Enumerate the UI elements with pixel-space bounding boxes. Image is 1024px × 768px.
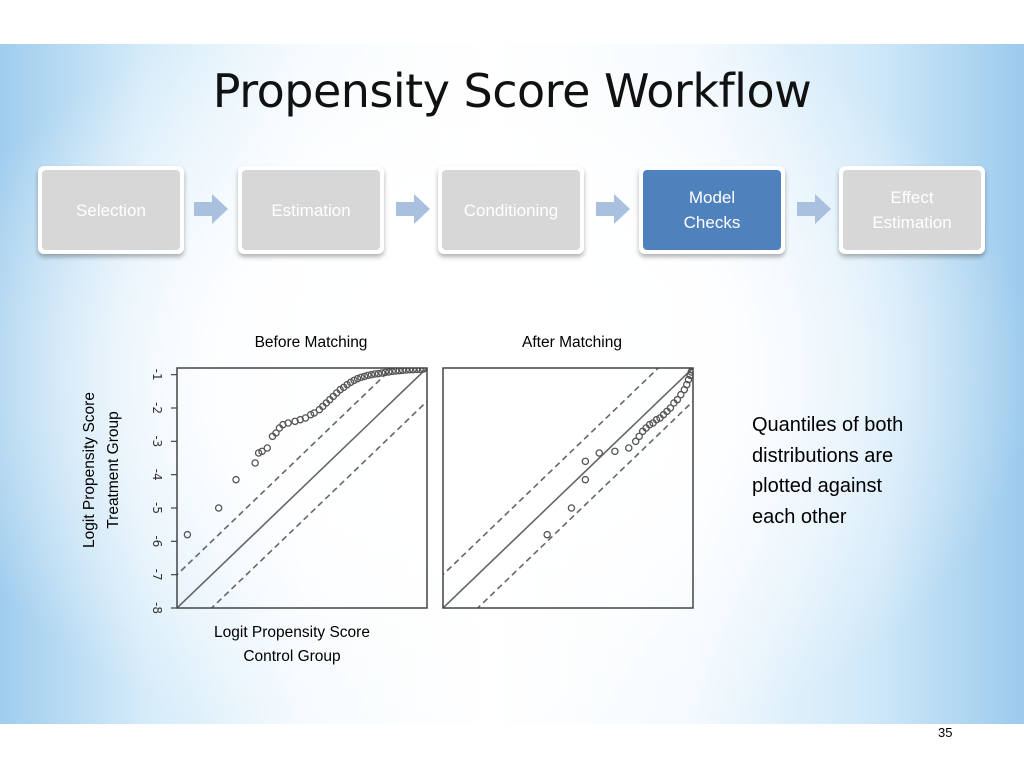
workflow-step-effect-estimation: Effect Estimation xyxy=(839,166,985,254)
data-point xyxy=(402,368,410,374)
identity-line xyxy=(177,368,427,608)
data-point xyxy=(385,368,393,376)
workflow-step-label: Selection xyxy=(42,170,180,250)
data-point xyxy=(398,368,407,375)
identity-line xyxy=(443,368,693,608)
data-point xyxy=(310,409,318,417)
workflow-step-label: Model Checks xyxy=(643,170,781,250)
data-point xyxy=(684,375,693,384)
data-point xyxy=(567,504,576,512)
data-point xyxy=(581,457,590,466)
y-tick-label: -4 xyxy=(150,469,164,481)
data-point xyxy=(284,419,292,427)
reference-lines xyxy=(177,368,427,608)
reference-lines xyxy=(443,368,693,608)
y-tick-label: -3 xyxy=(150,435,164,447)
data-points xyxy=(183,368,427,539)
y-tick-label: -2 xyxy=(150,402,164,414)
workflow-step-selection: Selection xyxy=(38,166,184,254)
slide-title: Propensity Score Workflow xyxy=(212,64,812,118)
data-point xyxy=(371,370,379,378)
data-point xyxy=(611,447,619,456)
data-point xyxy=(258,447,266,456)
data-point xyxy=(409,368,417,374)
data-point xyxy=(645,420,654,429)
y-tick-label: -5 xyxy=(150,502,164,514)
data-point xyxy=(631,437,640,446)
data-point xyxy=(353,374,362,383)
plot-frame xyxy=(176,367,428,609)
arrow-right-icon xyxy=(396,194,430,224)
y-tick-label: -8 xyxy=(150,602,164,614)
data-point xyxy=(683,380,691,389)
data-point xyxy=(666,404,675,412)
workflow-step-label: Conditioning xyxy=(442,170,580,250)
y-tick-label: -7 xyxy=(150,569,164,581)
page-number: 35 xyxy=(938,725,953,740)
data-point xyxy=(378,369,386,377)
data-point xyxy=(405,368,414,374)
side-note: Quantiles of both distributions are plot… xyxy=(752,414,904,528)
data-point xyxy=(254,449,263,457)
data-point xyxy=(272,429,280,437)
data-point xyxy=(357,373,365,382)
data-point xyxy=(595,449,604,457)
data-point xyxy=(232,475,240,484)
data-point xyxy=(412,368,421,374)
qq-plot-0: -1 -2 -3 -4 -5 -6 -7 -8 xyxy=(150,367,428,614)
qq-plot-1 xyxy=(442,367,694,609)
data-point xyxy=(263,444,272,452)
x-axis-label: Logit Propensity Score Control Group xyxy=(214,624,370,665)
data-point xyxy=(652,415,661,424)
arrow-right-icon xyxy=(596,194,630,224)
data-point xyxy=(635,432,643,441)
chart-title-after: After Matching xyxy=(522,334,622,351)
workflow-step-estimation: Estimation xyxy=(238,166,384,254)
y-tick-label: -6 xyxy=(150,535,164,547)
data-point xyxy=(392,368,400,375)
data-point xyxy=(677,390,685,399)
data-point xyxy=(251,459,259,467)
data-point xyxy=(364,371,372,380)
data-point xyxy=(306,410,315,419)
data-point xyxy=(416,368,424,374)
slide-background xyxy=(0,44,1024,724)
workflow-step-model-checks: Model Checks xyxy=(639,166,785,254)
data-point xyxy=(360,372,369,381)
chart-title-before: Before Matching xyxy=(254,334,368,351)
data-point xyxy=(183,530,192,539)
data-point xyxy=(367,370,376,379)
data-point xyxy=(374,369,383,378)
data-point xyxy=(301,414,310,422)
data-point xyxy=(625,444,633,452)
data-point xyxy=(673,395,682,404)
data-point xyxy=(395,368,403,375)
workflow-step-label: Estimation xyxy=(242,170,380,250)
y-tick-label: -1 xyxy=(150,369,164,381)
workflow-step-conditioning: Conditioning xyxy=(438,166,584,254)
arrow-right-icon xyxy=(797,194,831,224)
arrow-right-icon xyxy=(194,194,228,224)
workflow-step-label: Effect Estimation xyxy=(843,170,981,250)
plot-frame xyxy=(442,367,694,609)
data-point xyxy=(581,475,590,484)
data-points xyxy=(543,368,693,539)
data-point xyxy=(350,376,358,385)
data-point xyxy=(687,368,693,376)
data-point xyxy=(381,368,390,377)
data-point xyxy=(214,504,223,512)
data-point xyxy=(543,530,551,539)
